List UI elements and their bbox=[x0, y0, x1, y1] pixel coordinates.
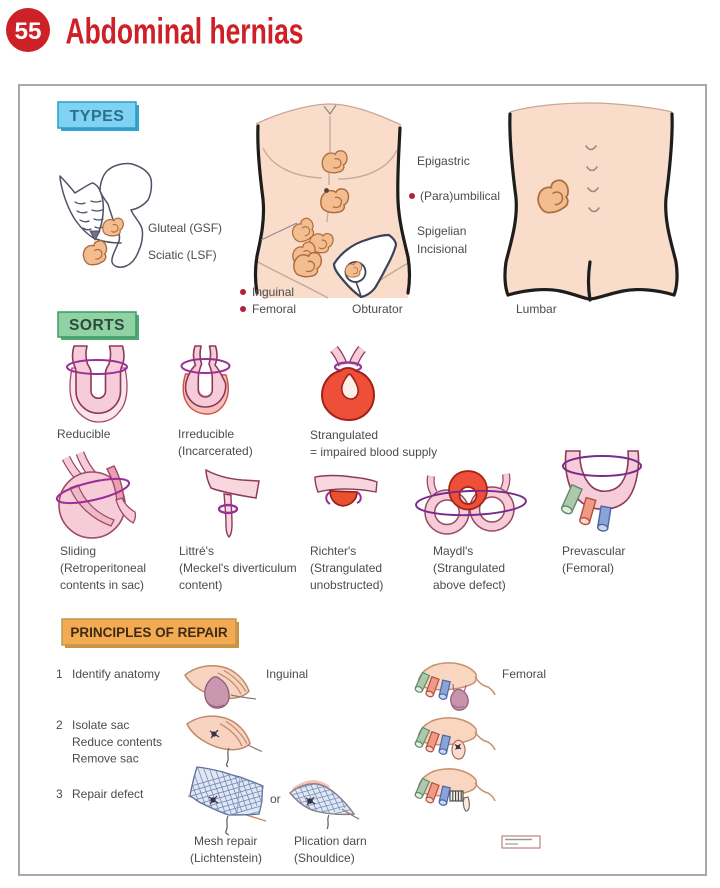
svg-text:contents in sac): contents in sac) bbox=[60, 578, 144, 592]
svg-text:Sciatic (LSF): Sciatic (LSF) bbox=[148, 248, 217, 262]
svg-text:Prevascular: Prevascular bbox=[562, 544, 625, 558]
svg-text:content): content) bbox=[179, 578, 222, 592]
svg-text:Repair defect: Repair defect bbox=[72, 787, 144, 801]
svg-text:Incisional: Incisional bbox=[417, 242, 467, 256]
svg-text:3: 3 bbox=[56, 787, 63, 801]
svg-text:Lumbar: Lumbar bbox=[516, 302, 557, 316]
svg-text:above defect): above defect) bbox=[433, 578, 506, 592]
svg-text:(Lichtenstein): (Lichtenstein) bbox=[190, 851, 262, 865]
svg-text:Remove sac: Remove sac bbox=[72, 752, 139, 766]
svg-text:(Para)umbilical: (Para)umbilical bbox=[420, 189, 500, 203]
svg-text:(Incarcerated): (Incarcerated) bbox=[178, 444, 253, 458]
svg-text:Richter's: Richter's bbox=[310, 544, 356, 558]
svg-text:Gluteal (GSF): Gluteal (GSF) bbox=[148, 221, 222, 235]
svg-text:Maydl's: Maydl's bbox=[433, 544, 473, 558]
svg-text:unobstructed): unobstructed) bbox=[310, 578, 383, 592]
svg-text:Isolate sac: Isolate sac bbox=[72, 718, 129, 732]
svg-text:Mesh repair: Mesh repair bbox=[194, 834, 257, 848]
svg-text:(Strangulated: (Strangulated bbox=[433, 561, 505, 575]
svg-text:Identify anatomy: Identify anatomy bbox=[72, 667, 160, 681]
svg-text:TYPES: TYPES bbox=[70, 108, 125, 125]
svg-text:55: 55 bbox=[15, 18, 42, 45]
svg-text:Strangulated: Strangulated bbox=[310, 428, 378, 442]
svg-text:Epigastric: Epigastric bbox=[417, 154, 470, 168]
svg-text:1: 1 bbox=[56, 667, 63, 681]
svg-text:Reduce contents: Reduce contents bbox=[72, 735, 162, 749]
svg-text:2: 2 bbox=[56, 718, 63, 732]
svg-text:Abdominal hernias: Abdominal hernias bbox=[66, 11, 304, 52]
svg-text:(Strangulated: (Strangulated bbox=[310, 561, 382, 575]
svg-text:Plication darn: Plication darn bbox=[294, 834, 367, 848]
svg-text:Spigelian: Spigelian bbox=[417, 224, 466, 238]
svg-text:Inguinal: Inguinal bbox=[266, 667, 308, 681]
svg-text:(Femoral): (Femoral) bbox=[562, 561, 614, 575]
svg-text:Irreducible: Irreducible bbox=[178, 427, 234, 441]
svg-text:Obturator: Obturator bbox=[352, 302, 403, 316]
svg-text:(Shouldice): (Shouldice) bbox=[294, 851, 355, 865]
svg-text:= impaired blood supply: = impaired blood supply bbox=[310, 445, 437, 459]
svg-text:(Retroperitoneal: (Retroperitoneal bbox=[60, 561, 146, 575]
svg-text:PRINCIPLES OF REPAIR: PRINCIPLES OF REPAIR bbox=[70, 625, 228, 640]
svg-text:Inguinal: Inguinal bbox=[252, 285, 294, 299]
svg-text:SORTS: SORTS bbox=[69, 317, 125, 334]
svg-text:Littré's: Littré's bbox=[179, 544, 214, 558]
svg-text:(Meckel's diverticulum: (Meckel's diverticulum bbox=[179, 561, 297, 575]
svg-text:Femoral: Femoral bbox=[502, 667, 546, 681]
svg-text:or: or bbox=[270, 792, 281, 806]
svg-text:Sliding: Sliding bbox=[60, 544, 96, 558]
svg-text:Reducible: Reducible bbox=[57, 427, 111, 441]
svg-text:Femoral: Femoral bbox=[252, 302, 296, 316]
